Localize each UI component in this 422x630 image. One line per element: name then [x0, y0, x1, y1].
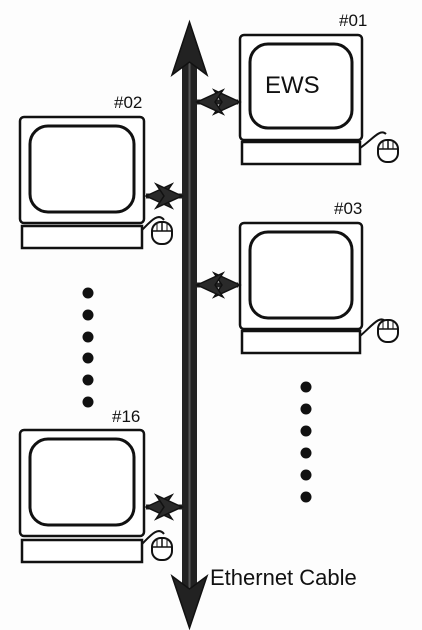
link-01: [197, 90, 240, 114]
link-03: [197, 273, 240, 297]
workstation-02: [20, 117, 172, 248]
workstation-16-label: #16: [112, 407, 140, 427]
link-16: [146, 495, 182, 519]
workstation-01-screen-text: EWS: [265, 72, 320, 100]
workstation-01-label: #01: [339, 11, 367, 31]
link-02: [146, 184, 182, 208]
ethernet-cable: [172, 22, 207, 628]
ellipsis-right-icon: [301, 382, 312, 503]
workstation-03-label: #03: [334, 199, 362, 219]
mouse-16-icon: [152, 538, 172, 560]
workstation-03: [240, 223, 398, 353]
workstation-02-label: #02: [114, 93, 142, 113]
mouse-01-icon: [378, 140, 398, 162]
workstation-16: [20, 430, 172, 562]
ethernet-cable-label: Ethernet Cable: [210, 565, 357, 591]
ellipsis-left-icon: [83, 288, 94, 408]
mouse-02-icon: [152, 222, 172, 244]
mouse-03-icon: [378, 320, 398, 342]
